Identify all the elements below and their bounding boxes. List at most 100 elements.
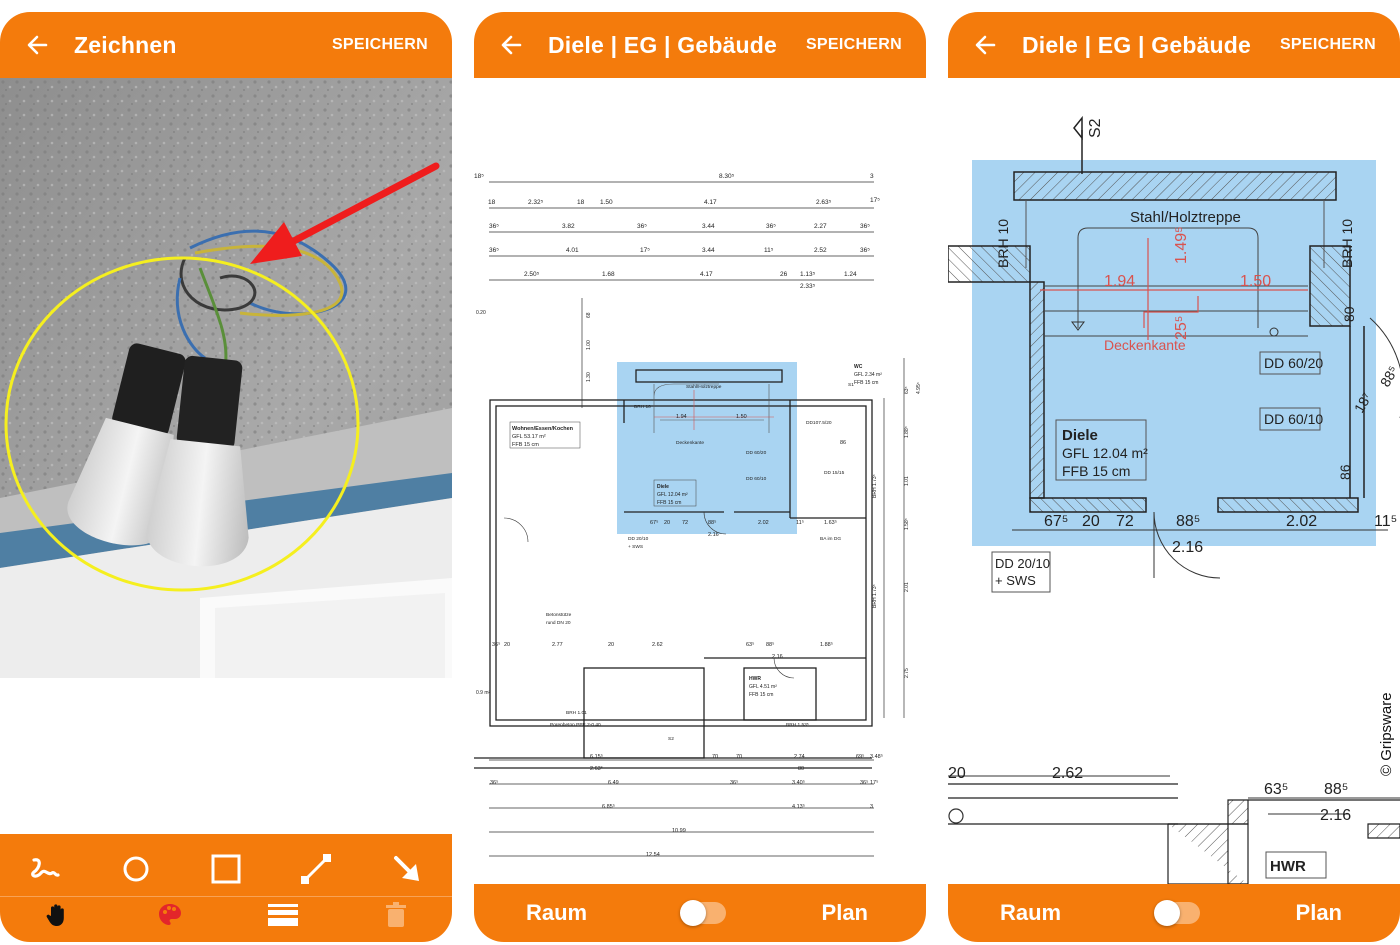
dims_side-7: 1.58⁵ [904, 518, 910, 530]
line-tool[interactable] [292, 849, 340, 889]
dims_top-12: 36⁵ [637, 223, 647, 230]
dim-115: 11⁵ [1374, 513, 1397, 530]
plan-tab[interactable]: Plan [821, 900, 868, 925]
dims_inner-18: 2.16 [772, 654, 783, 660]
room_wohnen-1: GFL 53.17 m² [512, 434, 546, 440]
save-button[interactable]: SPEICHERN [805, 36, 902, 53]
floor-plan-zoomed[interactable]: Stahl/Holztreppe BRH 10 BRH 10 S2 1.94 1… [948, 78, 1400, 884]
dims_side-4: 4.95⁵ [916, 382, 922, 394]
dims_top-1: 8.30⁵ [719, 173, 735, 180]
dims_bottom-11: 3.40⁵ [792, 779, 805, 786]
dim-635: 63⁵ [1264, 781, 1288, 798]
brh-right-label: BRH 10 [1339, 219, 1355, 268]
labels-3: DD 60/10 [746, 476, 767, 482]
dims_side-10: BRH 1.73⁵ [872, 474, 878, 498]
room-tab[interactable]: Raum [1000, 900, 1062, 925]
dims_top-0: 18⁵ [474, 173, 484, 180]
circle-icon [123, 856, 149, 882]
dims_inner-3: 20 [664, 520, 670, 526]
screen-title: Diele | EG | Gebäude [1022, 31, 1252, 58]
dims_top-28: 1.13⁵ [800, 271, 816, 278]
arrow-tool[interactable] [383, 849, 431, 889]
drawing-toolbar [0, 834, 452, 942]
plan-tab[interactable]: Plan [1295, 900, 1342, 925]
save-button[interactable]: SPEICHERN [1279, 36, 1376, 53]
dims_inner-8: 1.63⁵ [824, 519, 837, 526]
room_hwr-0: HWR [749, 676, 761, 682]
app-bar: Diele | EG | Gebäude SPEICHERN [948, 12, 1400, 78]
labels-0: Stahl/Holztreppe [686, 384, 722, 390]
sws-label: + SWS [995, 573, 1036, 588]
room_wc-2: FFB 15 cm [854, 380, 878, 386]
dim-885-side: 88⁵ [1377, 363, 1400, 390]
dims_top-20: 3.44 [702, 247, 715, 254]
dims_top-30: 2.33⁵ [800, 283, 816, 290]
dd6020-label: DD 60/20 [1264, 355, 1323, 371]
dims_bottom-17: 10.99 [672, 828, 686, 834]
color-tool[interactable] [146, 895, 194, 935]
dims_top-19: 17⁵ [640, 247, 650, 254]
back-button[interactable] [22, 30, 52, 60]
dim-150: 1.50 [1240, 273, 1271, 290]
plan-zoom-screen: Diele | EG | Gebäude SPEICHERN [948, 12, 1400, 942]
dims_top-11: 3.82 [562, 223, 575, 230]
brh-left-label: BRH 10 [995, 219, 1011, 268]
stroke-width-tool[interactable] [259, 895, 307, 935]
dim-1495: 1.49⁵ [1173, 226, 1190, 264]
line-icon [301, 854, 332, 884]
dims_bottom-3: 2.74 [794, 754, 805, 760]
back-arrow-icon [27, 35, 48, 55]
freehand-tool[interactable] [21, 849, 69, 889]
room-gfl: GFL 12.04 m² [1062, 445, 1148, 461]
dims_top-27: 26 [780, 271, 788, 278]
drawing-screen: Zeichnen SPEICHERN [0, 12, 452, 942]
back-button[interactable] [496, 30, 526, 60]
room-name: Diele [1062, 427, 1098, 444]
labels-6: BA im DG [820, 536, 841, 542]
dims_top-3: 18 [488, 199, 496, 206]
pan-tool[interactable] [33, 895, 81, 935]
app-bar: Zeichnen SPEICHERN [0, 12, 452, 78]
save-button[interactable]: SPEICHERN [331, 36, 428, 53]
dim-20-lower: 20 [948, 765, 966, 782]
room_wc-1: GFL 2.34 m² [854, 372, 882, 378]
labels-9: Betonstütze [546, 612, 572, 618]
dims_top-14: 36⁵ [766, 223, 776, 230]
circle-tool[interactable] [112, 849, 160, 889]
dims_bottom-1: 70 [712, 754, 718, 760]
dims_inner-0: 1.94 [676, 414, 687, 420]
dims_side-11: BRH 1.73⁵ [872, 584, 878, 608]
room_wc-0: WC [854, 364, 863, 370]
arrow-icon [393, 856, 419, 881]
back-button[interactable] [970, 30, 1000, 60]
dims_side-0: 68 [586, 312, 592, 318]
toggle-knob [1154, 900, 1181, 926]
dd2010-label: DD 20/10 [995, 556, 1050, 571]
room_hwr-2: FFB 15 cm [749, 692, 773, 698]
ceiling-photo[interactable] [0, 78, 452, 678]
labels-12: Porenbeton PPE 2-0.40 [550, 722, 601, 728]
labels-13: BRH 1.53⁵ [786, 722, 809, 728]
dims_bottom-7: 80 [798, 766, 804, 772]
dims_bottom-14: 6.85⁵ [602, 803, 615, 810]
dims_top-13: 3.44 [702, 223, 715, 230]
dim-216-lower: 2.16 [1320, 807, 1351, 824]
delete-tool[interactable] [372, 895, 420, 935]
dims_top-5: 18 [577, 199, 585, 206]
view-toggle[interactable] [1154, 900, 1201, 926]
dims_bottom-9: 6.49 [608, 780, 619, 786]
room-tab[interactable]: Raum [526, 900, 588, 925]
rectangle-tool[interactable] [202, 849, 250, 889]
dims_inner-6: 2.02 [758, 520, 769, 526]
screen-title: Diele | EG | Gebäude [548, 31, 778, 58]
labels-7: DD 20/10 [628, 536, 649, 542]
dims_top-8: 2.63⁵ [816, 199, 832, 206]
dims_bottom-4: 69⁵ [856, 753, 864, 760]
dims_top-25: 1.68 [602, 271, 615, 278]
dims_top-15: 2.27 [814, 223, 827, 230]
view-toggle[interactable] [680, 900, 727, 926]
dims_top-7: 4.17 [704, 199, 717, 206]
toggle-knob [680, 900, 707, 926]
app-bar: Diele | EG | Gebäude SPEICHERN [474, 12, 926, 78]
